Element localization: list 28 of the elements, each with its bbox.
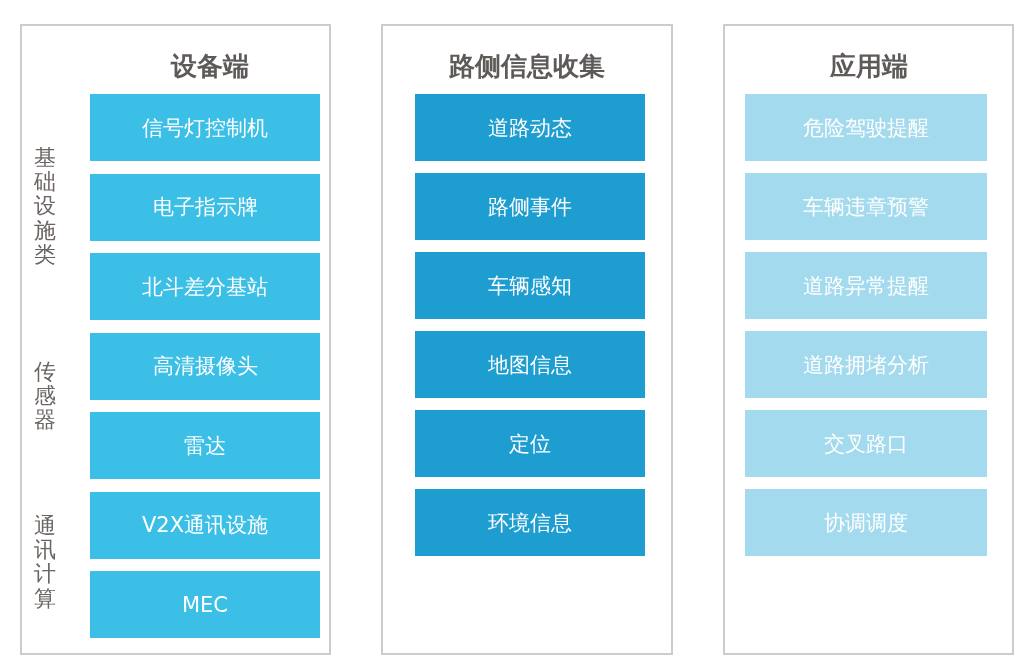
item-box: 环境信息 bbox=[415, 489, 645, 556]
column-panel bbox=[381, 24, 673, 655]
group-label: 传感器 bbox=[34, 360, 56, 433]
item-box: 北斗差分基站 bbox=[90, 253, 320, 320]
group-label: 通讯计算 bbox=[34, 514, 56, 611]
item-box: 雷达 bbox=[90, 412, 320, 479]
item-box: 定位 bbox=[415, 410, 645, 477]
item-box: V2X通讯设施 bbox=[90, 491, 320, 559]
item-box: 电子指示牌 bbox=[90, 173, 320, 241]
column-heading: 路侧信息收集 bbox=[448, 50, 606, 83]
column-heading: 设备端 bbox=[169, 50, 250, 83]
item-box: 车辆感知 bbox=[415, 252, 645, 319]
item-box: MEC bbox=[90, 571, 320, 638]
column-heading: 应用端 bbox=[828, 50, 909, 83]
item-box: 危险驾驶提醒 bbox=[745, 94, 987, 161]
group-label: 基础设施类 bbox=[34, 146, 56, 267]
item-box: 路侧事件 bbox=[415, 173, 645, 240]
item-box: 道路动态 bbox=[415, 94, 645, 161]
column-panel bbox=[20, 24, 331, 655]
item-box: 协调调度 bbox=[745, 489, 987, 556]
item-box: 交叉路口 bbox=[745, 410, 987, 477]
item-box: 道路拥堵分析 bbox=[745, 331, 987, 398]
column-panel bbox=[723, 24, 1014, 655]
item-box: 信号灯控制机 bbox=[90, 94, 320, 161]
item-box: 车辆违章预警 bbox=[745, 173, 987, 240]
item-box: 地图信息 bbox=[415, 331, 645, 398]
item-box: 高清摄像头 bbox=[90, 332, 320, 400]
item-box: 道路异常提醒 bbox=[745, 252, 987, 319]
